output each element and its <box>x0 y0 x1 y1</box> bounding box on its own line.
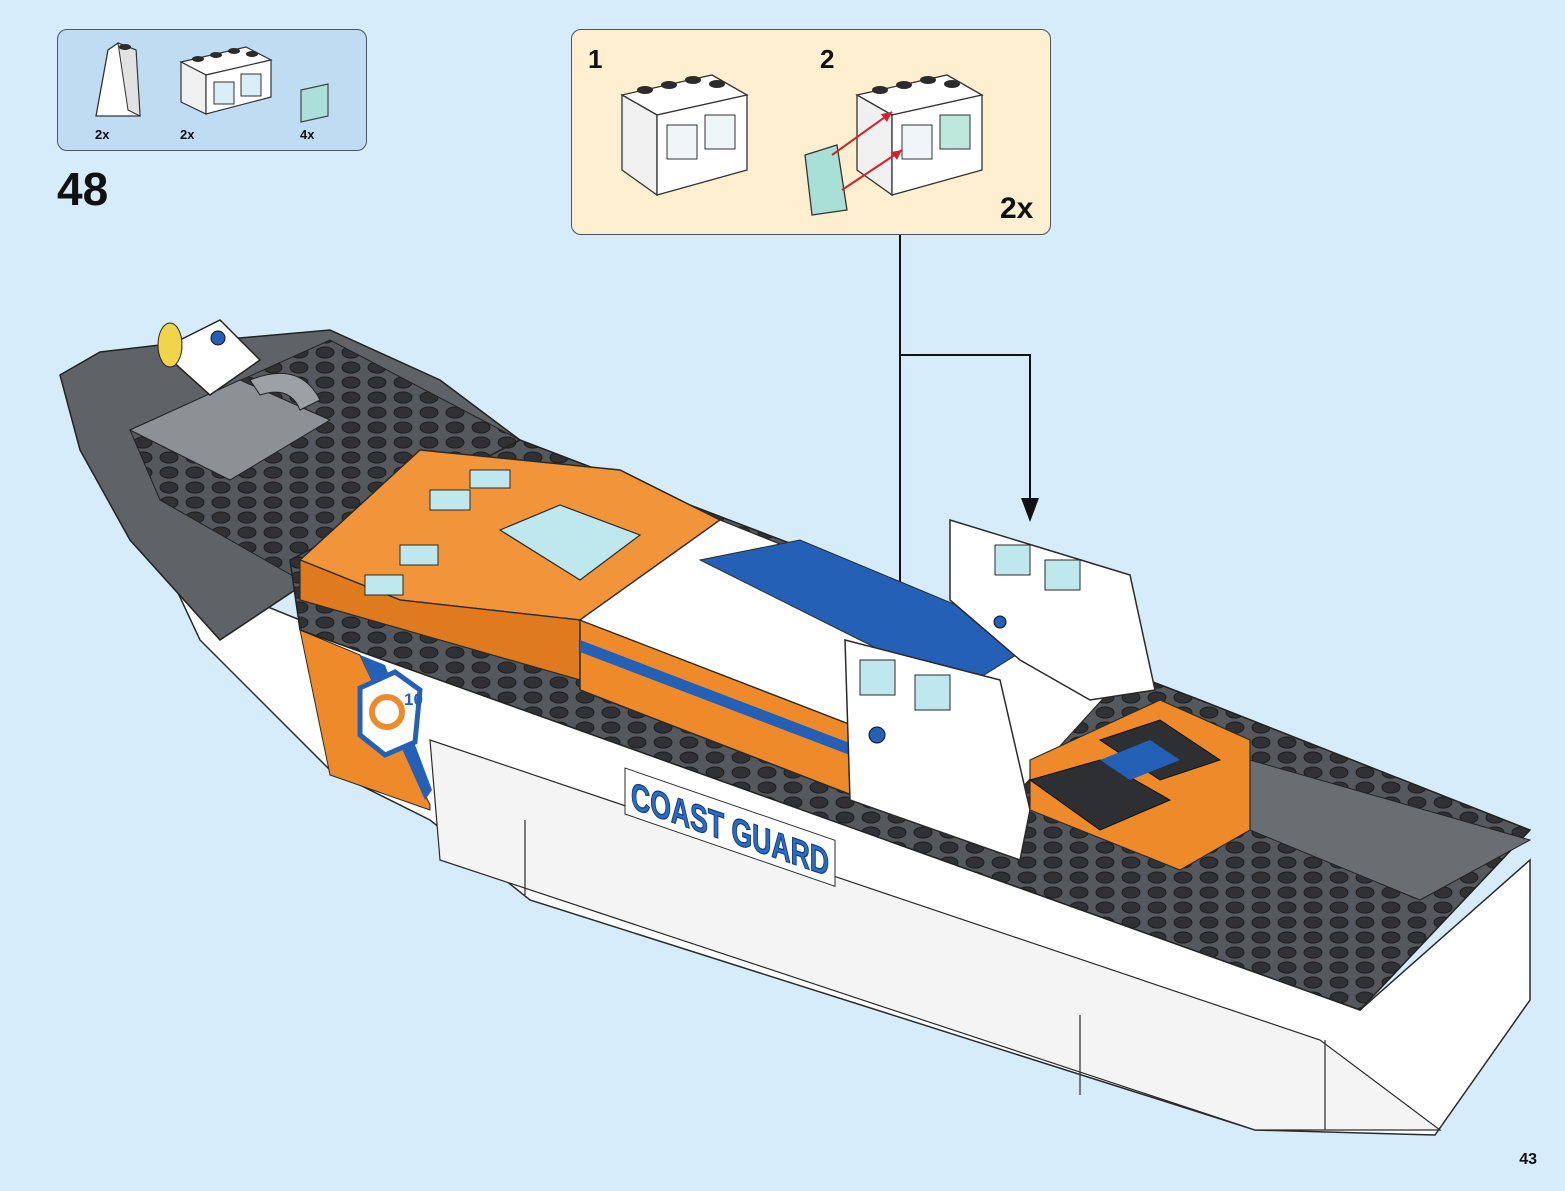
white-slope-brick-icon <box>88 38 148 120</box>
step-number: 48 <box>57 162 108 216</box>
window-frame-step-2 <box>797 70 997 220</box>
window-frame-step-1 <box>617 70 757 200</box>
trans-light-blue-glass-pane-icon <box>296 80 336 125</box>
part-qty-3: 4x <box>300 127 314 142</box>
sub-assembly-box: 1 2 2x <box>571 29 1051 235</box>
white-window-frame-icon <box>176 42 276 118</box>
parts-list-box: 2x 2x 4x <box>57 29 367 151</box>
page-number: 43 <box>1519 1151 1537 1169</box>
part-qty-2: 2x <box>180 127 194 142</box>
emblem-number: 10 <box>404 690 423 709</box>
sub-step-1: 1 <box>588 44 602 75</box>
sub-assembly-multiplier: 2x <box>1000 192 1033 226</box>
part-qty-1: 2x <box>95 127 109 142</box>
